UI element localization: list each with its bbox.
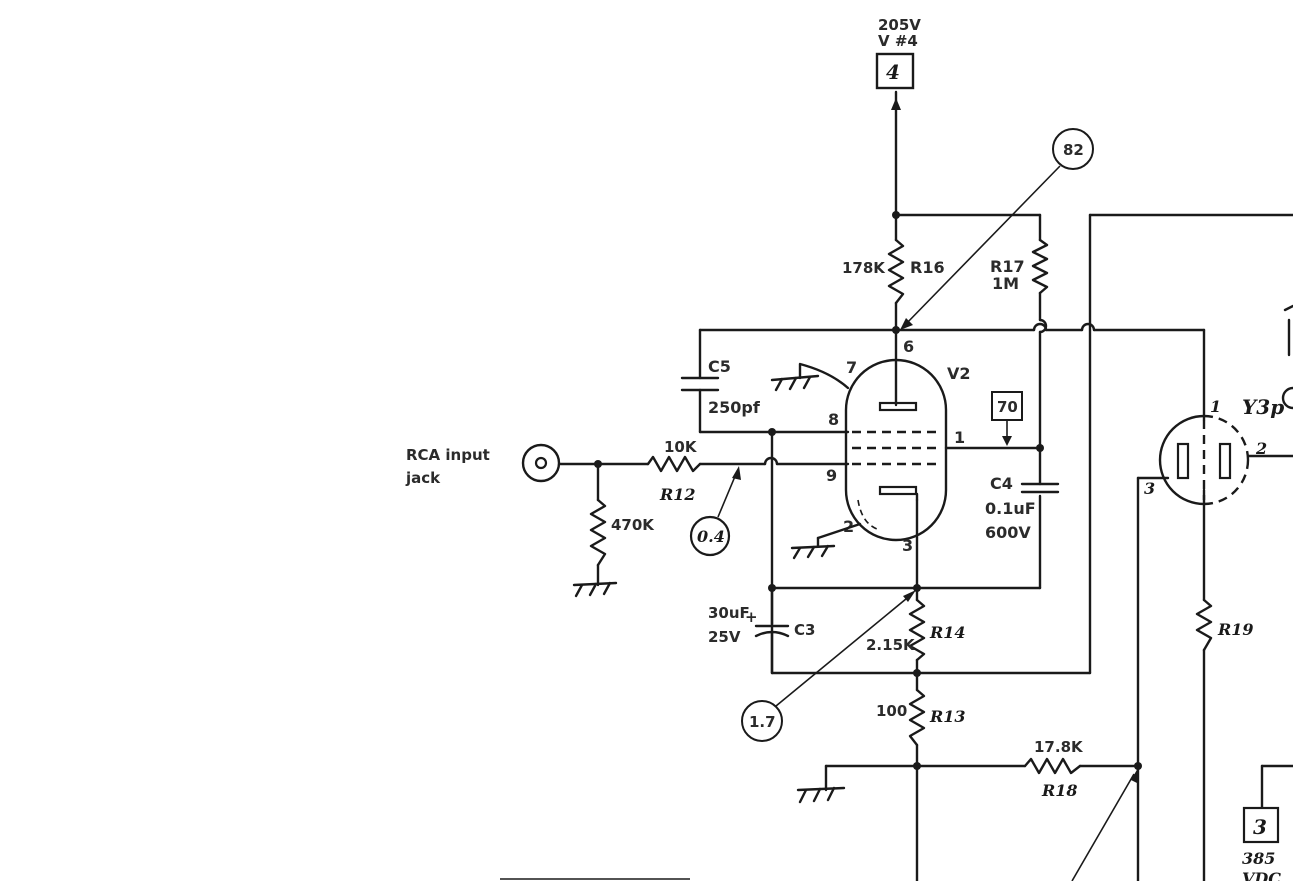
svg-text:3: 3 [1144, 479, 1155, 498]
c3-plus-sign: + [745, 608, 758, 626]
rca-jack-label-line1: RCA input [406, 446, 490, 464]
svg-text:385: 385 [1242, 849, 1275, 868]
node-3-supply: 3 385 VDC [1242, 806, 1281, 881]
svg-text:10K: 10K [664, 438, 698, 456]
svg-text:30uF: 30uF [708, 604, 750, 622]
supply-voltage: 205V [878, 16, 921, 34]
svg-text:R18: R18 [1041, 781, 1078, 800]
next-tube-label: Y3p [1242, 395, 1284, 419]
svg-text:1: 1 [954, 428, 965, 447]
measurement-arrow-r18 [1071, 768, 1138, 881]
resistor-r13: 100 R13 [876, 688, 966, 747]
svg-text:0.1uF: 0.1uF [985, 499, 1036, 518]
resistor-470k: 470K [589, 498, 655, 567]
svg-text:3: 3 [902, 536, 913, 555]
svg-text:1M: 1M [992, 274, 1019, 293]
ground-symbols [572, 374, 846, 804]
supply-ref: V #4 [878, 32, 918, 50]
svg-text:2: 2 [843, 517, 854, 536]
svg-text:C4: C4 [990, 474, 1013, 493]
resistor-r18: 17.8K R18 [1023, 738, 1084, 800]
capacitor-c4: C4 0.1uF 600V [985, 446, 1060, 542]
measurement-screen: 70 [991, 391, 1023, 446]
svg-text:R13: R13 [929, 707, 966, 726]
svg-text:8: 8 [828, 410, 839, 429]
resistor-r14: 2.15K R14 [866, 598, 966, 662]
svg-text:178K: 178K [842, 259, 886, 277]
svg-text:470K: 470K [611, 516, 655, 534]
resistor-r17: R17 1M [990, 238, 1049, 295]
svg-text:2: 2 [1255, 439, 1267, 458]
svg-text:17.8K: 17.8K [1034, 738, 1084, 756]
rca-jack-label-line2: jack [405, 469, 441, 487]
capacitor-c5: C5 250pf [680, 357, 761, 417]
svg-text:6: 6 [903, 337, 914, 356]
svg-text:9: 9 [826, 466, 837, 485]
svg-text:R19: R19 [1217, 620, 1254, 639]
resistor-r12: 10K R12 [646, 438, 702, 504]
measurement-plate: 82 [900, 128, 1094, 330]
svg-text:C3: C3 [794, 621, 815, 639]
rca-input-jack: RCA input jack [405, 443, 561, 487]
svg-text:0.4: 0.4 [697, 527, 725, 546]
svg-text:V2: V2 [947, 364, 971, 383]
svg-text:R12: R12 [659, 485, 696, 504]
supply-node-number: 4 [886, 60, 900, 84]
junction-dots [594, 211, 1142, 770]
svg-text:VDC: VDC [1242, 869, 1281, 881]
svg-text:250pf: 250pf [708, 398, 761, 417]
svg-text:25V: 25V [708, 628, 741, 646]
resistor-r16: 178K R16 [842, 238, 945, 305]
resistor-r19: R19 [1195, 598, 1254, 652]
svg-text:1: 1 [1210, 397, 1221, 416]
svg-text:R16: R16 [910, 258, 945, 277]
tube-v2: 6 7 8 1 9 2 3 V2 [798, 337, 1042, 555]
capacitor-c3: + 30uF 25V C3 [708, 586, 815, 675]
svg-text:82: 82 [1063, 141, 1084, 159]
svg-text:600V: 600V [985, 523, 1031, 542]
supply-node: 205V V #4 4 [875, 16, 921, 90]
svg-text:70: 70 [997, 398, 1018, 416]
svg-text:C5: C5 [708, 357, 731, 376]
next-stage-tube: Y3p 1 2 3 [1144, 304, 1293, 506]
measurement-cathode: 1.7 [741, 590, 916, 742]
svg-text:1.7: 1.7 [749, 713, 776, 731]
svg-text:3: 3 [1253, 815, 1267, 839]
svg-text:7: 7 [846, 358, 857, 377]
svg-text:100: 100 [876, 702, 907, 720]
svg-text:2.15K: 2.15K [866, 636, 916, 654]
svg-text:R14: R14 [929, 623, 966, 642]
measurement-grid: 0.4 [689, 466, 741, 557]
svg-text:R17: R17 [990, 257, 1025, 276]
